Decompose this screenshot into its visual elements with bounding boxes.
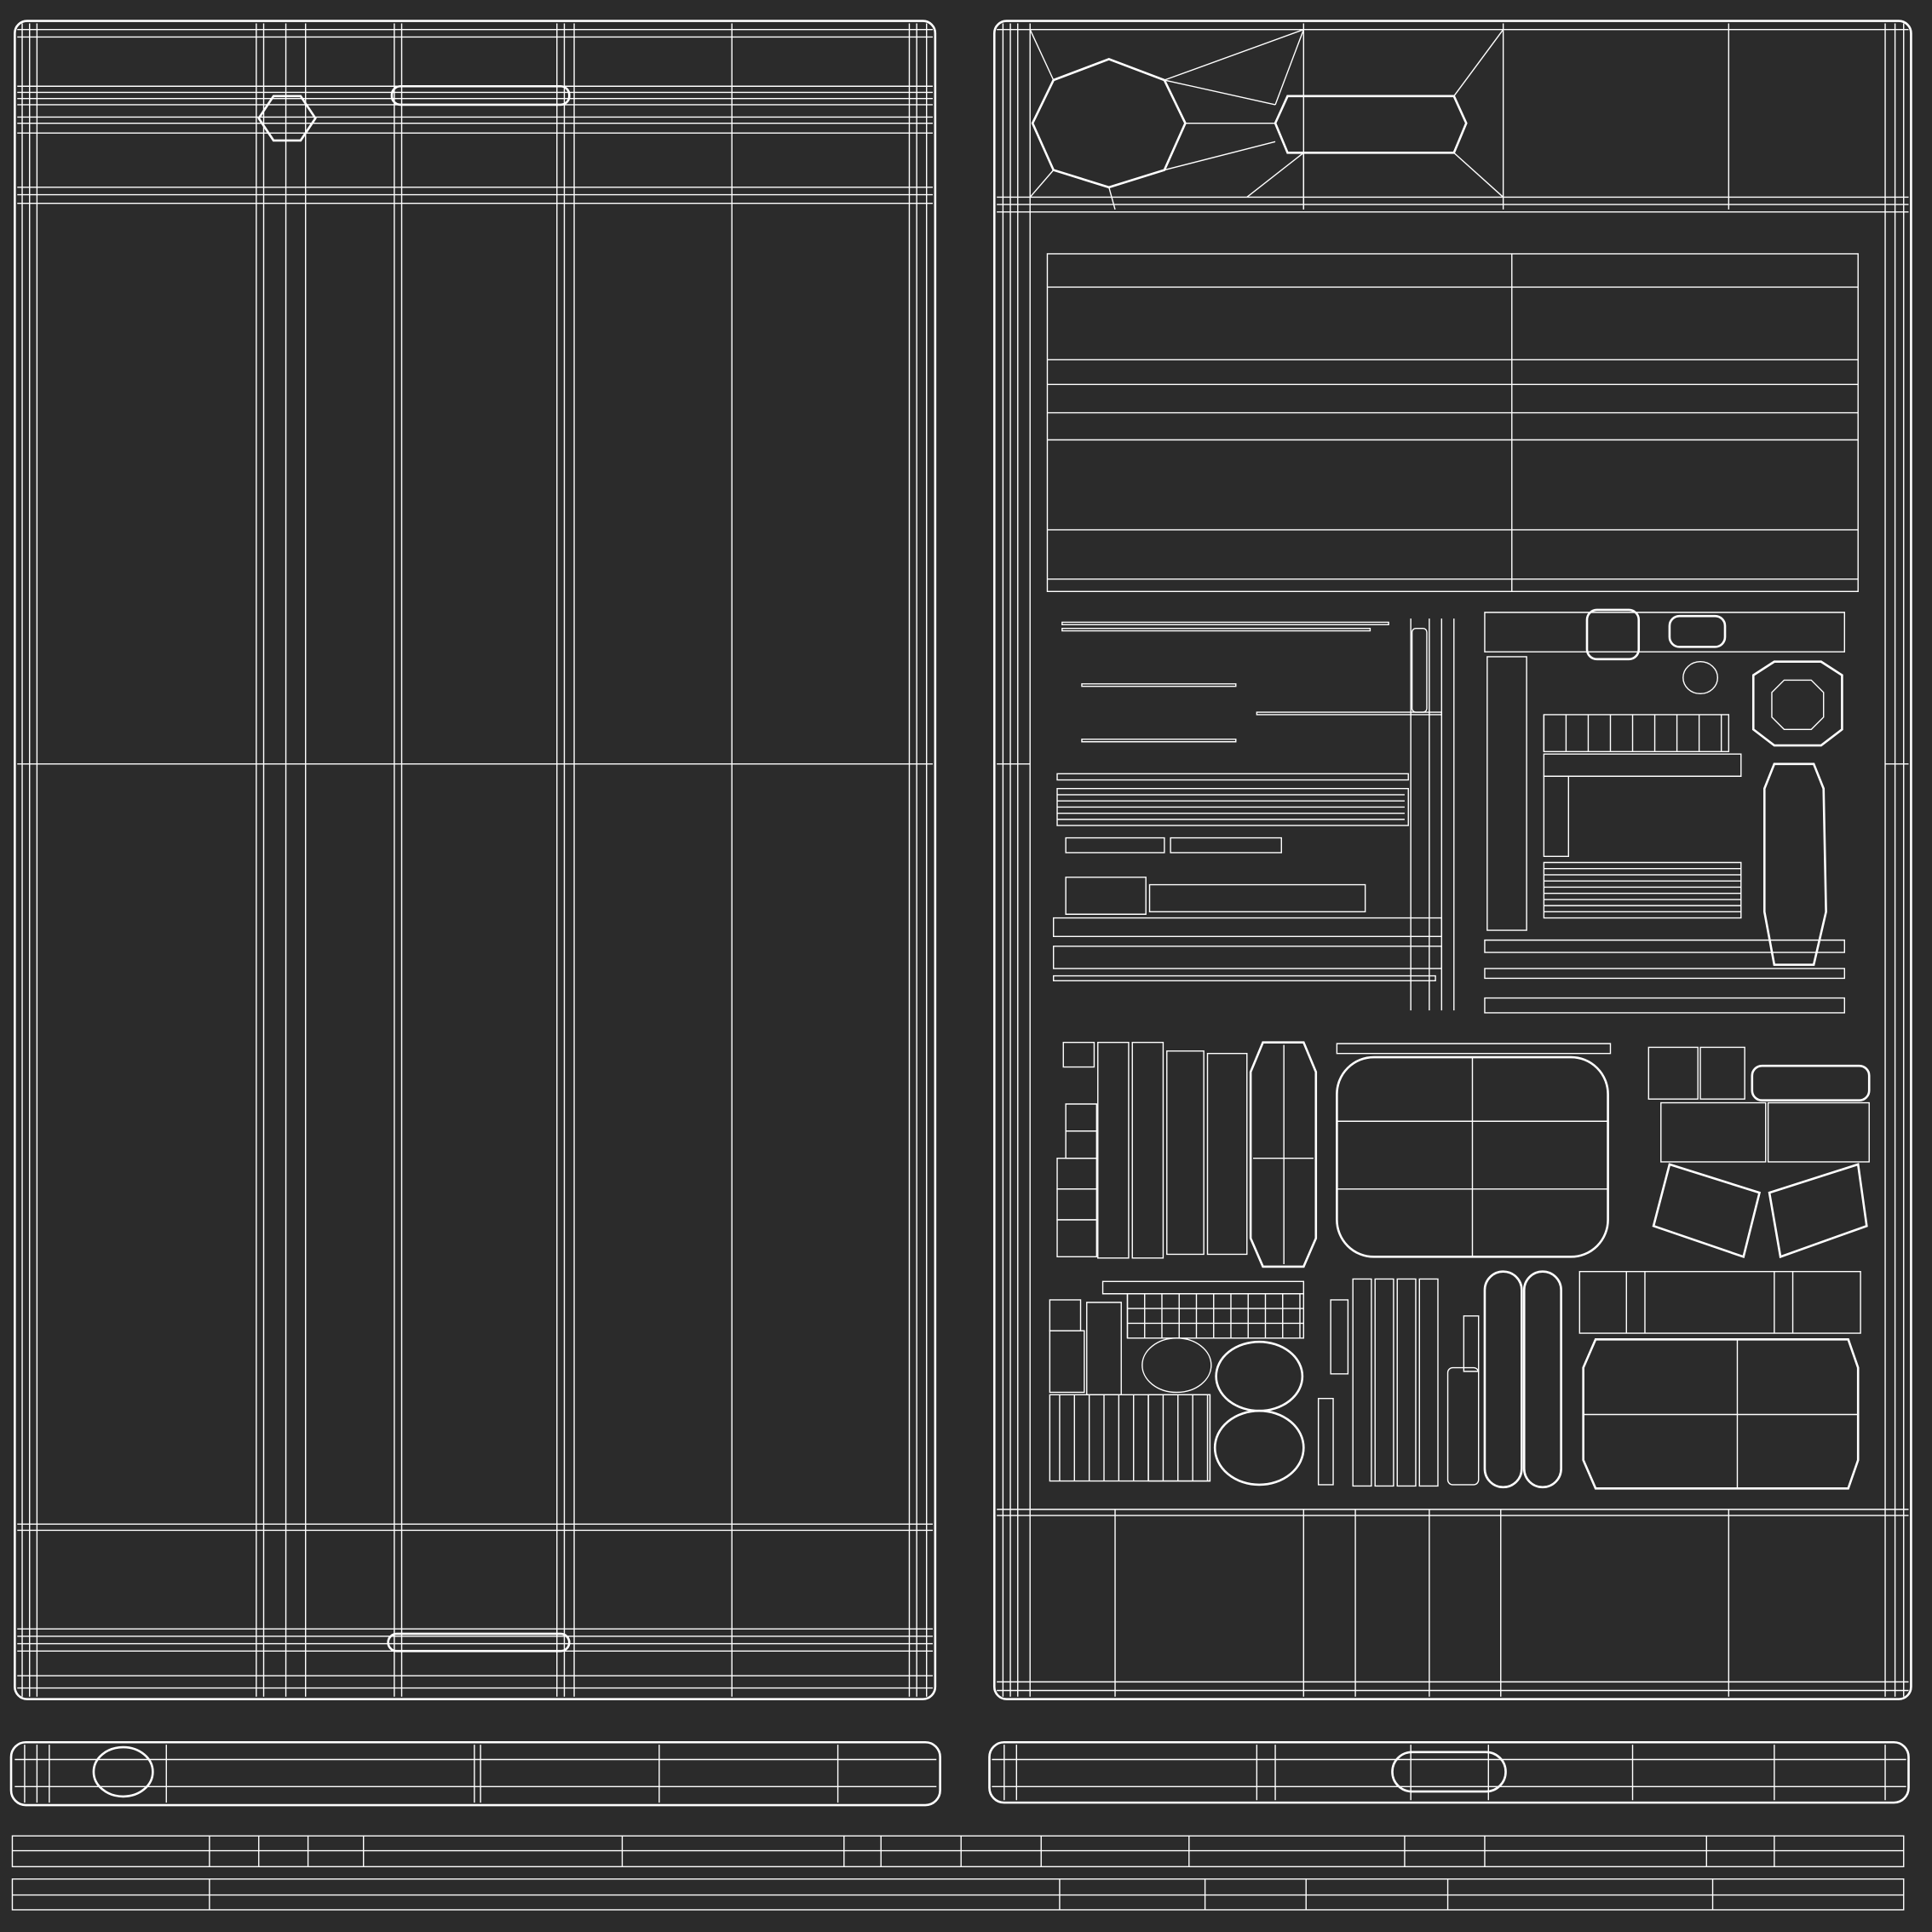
wire-edge <box>1109 187 1115 210</box>
wire-edge <box>1030 170 1053 198</box>
wire-face <box>1082 684 1236 687</box>
wire-face <box>1062 622 1389 624</box>
wire-edge <box>1164 80 1275 105</box>
block <box>1098 1043 1129 1258</box>
block <box>1463 1316 1478 1371</box>
block <box>1132 1043 1163 1258</box>
wire-face <box>1170 838 1281 853</box>
strip <box>1485 940 1844 952</box>
ring <box>1215 1411 1303 1485</box>
uv-island-side-strips <box>11 1742 1909 1910</box>
block <box>1063 1043 1094 1067</box>
frame-strip <box>1485 612 1844 652</box>
block <box>1167 1051 1204 1255</box>
grid-block <box>1544 754 1740 776</box>
grid-block <box>1544 776 1568 856</box>
wire-face <box>1150 885 1366 912</box>
block <box>1353 1279 1371 1486</box>
block <box>1397 1279 1416 1486</box>
wire-edge <box>1164 141 1275 170</box>
octagon-part <box>1772 680 1824 729</box>
block <box>1208 1054 1247 1255</box>
wire-edge <box>1454 152 1504 197</box>
wire-edge <box>1275 30 1303 105</box>
wire-face <box>1066 838 1164 853</box>
label-area <box>1047 254 1858 591</box>
port-slot <box>388 1634 570 1651</box>
strip <box>1337 1044 1610 1054</box>
pill-part <box>1524 1272 1561 1487</box>
panel-part <box>1769 1164 1866 1256</box>
panel-outline <box>14 21 934 1699</box>
button-hole <box>94 1747 152 1797</box>
side-strip <box>11 1742 940 1805</box>
wire-face <box>1062 629 1371 631</box>
block <box>1375 1279 1394 1486</box>
capsule-part <box>1764 764 1826 965</box>
strip <box>1485 969 1844 979</box>
wire-edge <box>1454 30 1504 96</box>
edge-strip <box>12 1879 1903 1910</box>
pill-part <box>1485 1272 1521 1487</box>
frame-strip <box>1487 657 1527 930</box>
block <box>1419 1279 1438 1486</box>
uv-island-front-panel <box>14 21 934 1699</box>
speaker-slot <box>392 86 569 105</box>
wire-face <box>1057 773 1408 779</box>
uv-island-inner-components <box>1049 610 1869 1488</box>
wire-face <box>1057 1220 1096 1256</box>
wire-face <box>1054 976 1435 981</box>
flex-cable <box>1412 629 1427 712</box>
strip <box>1485 998 1844 1013</box>
wire-edge <box>1247 152 1304 197</box>
block <box>1648 1047 1698 1099</box>
chip-part <box>1584 1339 1859 1488</box>
wire-edge <box>1109 59 1164 80</box>
button-hole <box>1392 1752 1505 1791</box>
block <box>1331 1300 1348 1374</box>
wire-edge <box>1030 30 1053 80</box>
mesh-part <box>1142 1338 1211 1393</box>
block <box>1661 1103 1766 1162</box>
block <box>1448 1368 1479 1485</box>
wire-face <box>1066 877 1146 914</box>
block <box>1579 1272 1860 1333</box>
block <box>1049 1331 1084 1392</box>
grid-block <box>1544 863 1740 918</box>
wire-face <box>1082 739 1236 742</box>
uv-island-back-panel <box>994 21 1911 1699</box>
side-strip <box>989 1742 1908 1803</box>
octagon-part <box>1753 662 1842 745</box>
block <box>1768 1103 1870 1162</box>
panel-part <box>1653 1164 1759 1256</box>
capsule-part <box>1251 1043 1316 1267</box>
panel-outline <box>994 21 1911 1699</box>
block <box>1319 1399 1333 1485</box>
wire-edge <box>1164 30 1303 80</box>
mesh-part <box>1683 662 1718 694</box>
component <box>1670 616 1725 647</box>
block <box>1700 1047 1745 1099</box>
component <box>1587 610 1639 659</box>
component <box>1752 1066 1869 1101</box>
edge-strip <box>12 1836 1903 1866</box>
camera-hole <box>259 96 316 141</box>
